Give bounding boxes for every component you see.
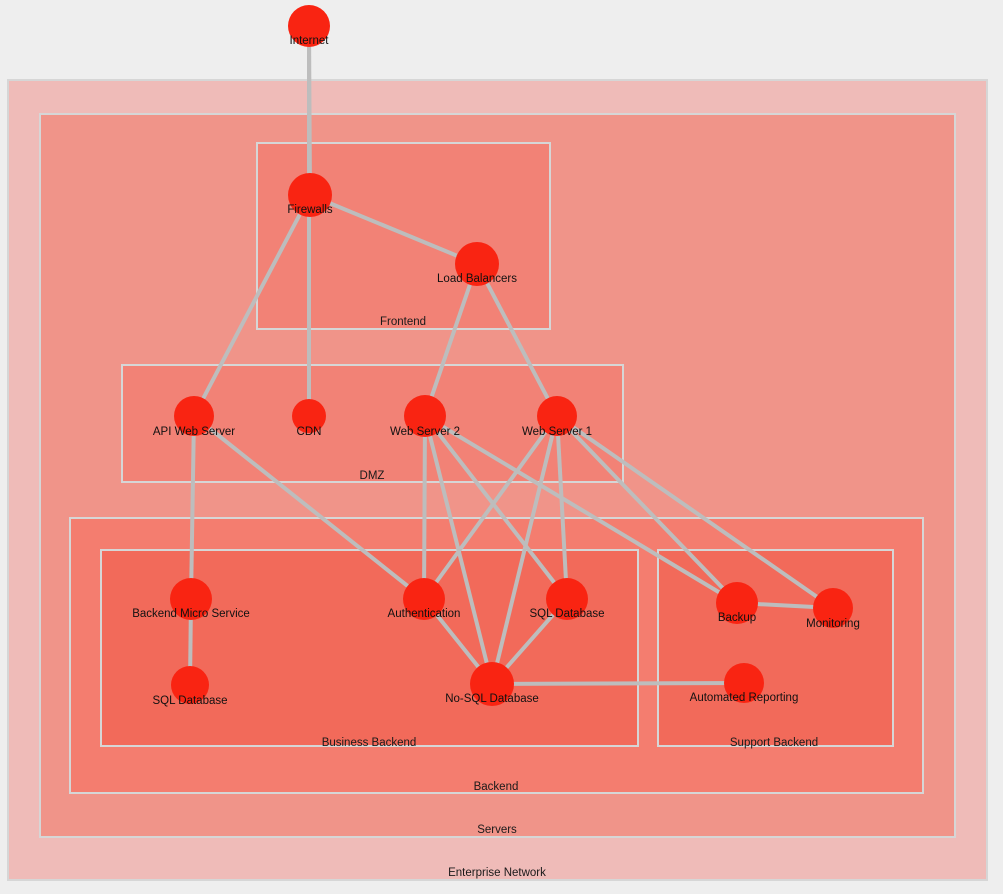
edge-firewalls-to-apiweb xyxy=(192,194,312,417)
cluster-label-business: Business Backend xyxy=(321,737,417,749)
node-cdn[interactable] xyxy=(292,399,326,433)
node-report[interactable] xyxy=(724,663,764,703)
node-micro[interactable] xyxy=(170,578,212,620)
edge-lb-to-web2 xyxy=(423,263,479,417)
node-label-lb: Load Balancers xyxy=(437,273,517,285)
node-label-web2: Web Server 2 xyxy=(389,426,461,438)
node-label-firewalls: Firewalls xyxy=(287,204,333,216)
edge-nosql-to-report xyxy=(491,681,745,686)
node-firewalls[interactable] xyxy=(288,173,332,217)
node-label-sqla: SQL Database xyxy=(529,608,605,620)
edge-web2-to-backup xyxy=(423,414,739,605)
node-label-sqlb: SQL Database xyxy=(152,695,228,707)
node-apiweb[interactable] xyxy=(174,396,214,436)
edge-web1-to-auth xyxy=(422,414,559,601)
edge-web2-to-auth xyxy=(422,415,427,600)
node-label-web1: Web Server 1 xyxy=(521,426,593,438)
node-lb[interactable] xyxy=(455,242,499,286)
edge-web1-to-backup xyxy=(555,414,739,605)
edge-internet-to-firewalls xyxy=(307,25,312,196)
edge-firewalls-to-lb xyxy=(309,193,478,266)
node-label-apiweb: API Web Server xyxy=(152,426,236,438)
node-monitoring[interactable] xyxy=(813,588,853,628)
node-sqlb[interactable] xyxy=(171,666,209,704)
node-web1[interactable] xyxy=(537,396,577,436)
cluster-label-backend: Backend xyxy=(473,781,519,793)
cluster-box-support xyxy=(657,549,894,747)
node-label-auth: Authentication xyxy=(387,608,461,620)
cluster-label-frontend: Frontend xyxy=(379,316,427,328)
node-web2[interactable] xyxy=(404,395,446,437)
edge-web1-to-monitoring xyxy=(555,414,835,610)
cluster-label-dmz: DMZ xyxy=(359,470,385,482)
node-nosql[interactable] xyxy=(470,662,514,706)
node-label-micro: Backend Micro Service xyxy=(132,608,250,620)
edge-lb-to-web1 xyxy=(475,263,559,417)
node-auth[interactable] xyxy=(403,578,445,620)
cluster-label-servers: Servers xyxy=(477,824,517,836)
edge-apiweb-to-micro xyxy=(189,415,196,600)
edge-web1-to-nosql xyxy=(490,415,559,685)
cluster-label-enterprise: Enterprise Network xyxy=(448,867,546,879)
node-label-report: Automated Reporting xyxy=(689,692,799,704)
node-label-backup: Backup xyxy=(717,612,757,624)
node-sqla[interactable] xyxy=(546,578,588,620)
node-label-nosql: No-SQL Database xyxy=(445,693,539,705)
node-backup[interactable] xyxy=(716,582,758,624)
cluster-label-support: Support Backend xyxy=(729,737,819,749)
edge-web1-to-sqla xyxy=(555,415,569,600)
node-internet[interactable] xyxy=(288,5,330,47)
edge-apiweb-to-auth xyxy=(192,414,426,601)
edge-web2-to-sqla xyxy=(423,414,569,601)
node-label-monitoring: Monitoring xyxy=(806,618,860,630)
node-label-cdn: CDN xyxy=(296,426,322,438)
node-label-internet: Internet xyxy=(289,35,329,47)
